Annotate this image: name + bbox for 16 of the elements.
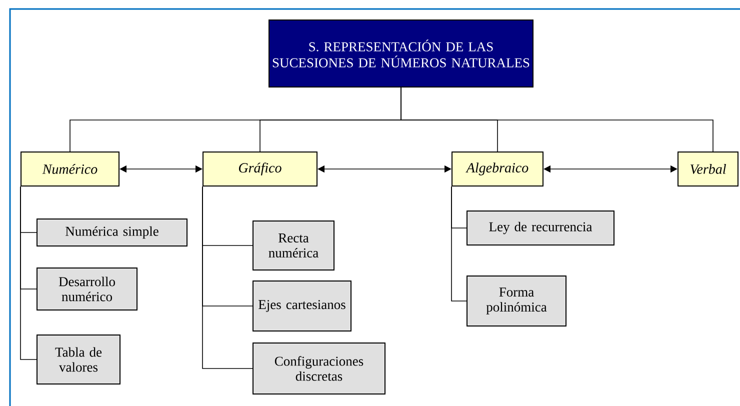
connector-line [451, 186, 467, 302]
item-box: Configuraciones discretas [252, 342, 386, 394]
connector-line [20, 186, 37, 360]
title-box: S. REPRESENTACIÓN DE LAS SUCESIONES DE NÚMEROS NATURALES [268, 20, 534, 88]
item-box: Numérica simple [36, 218, 188, 246]
item-box: Recta numérica [252, 220, 334, 270]
category-box: Numérico [20, 152, 120, 186]
item-box: Ejes cartesianos [252, 280, 352, 332]
category-box: Algebraico [452, 152, 544, 186]
category-box: Gráfico [202, 152, 318, 186]
item-box: Desarrollo numérico [36, 268, 138, 310]
item-box: Ley de recurrencia [466, 210, 614, 246]
item-box: Forma polinómica [466, 276, 566, 326]
item-box: Tabla de valores [36, 334, 120, 384]
connector-line [202, 186, 253, 369]
category-box: Verbal [678, 152, 738, 186]
